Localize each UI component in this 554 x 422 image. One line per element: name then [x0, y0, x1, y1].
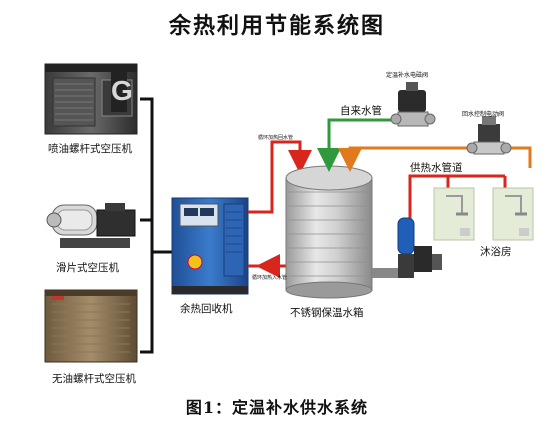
label-recirc-inlet: 循环加热入水管 [252, 275, 288, 281]
hot-water-return-pipe [338, 146, 532, 172]
label-hot-water-supply: 供热水管道 [410, 162, 463, 174]
label-recirc-return: 循环加热回水管 [258, 135, 294, 141]
brand-badge-g: G [111, 70, 133, 112]
insulated-water-tank [285, 165, 373, 299]
label-oil-free-screw-compressor: 无油螺杆式空压机 [52, 373, 136, 385]
return-motorized-valve [466, 116, 512, 155]
label-makeup-valve: 定温补水电磁阀 [386, 72, 429, 79]
compressor-collector-pipe [140, 97, 172, 354]
label-bathroom: 沐浴房 [480, 246, 512, 258]
heat-recovery-unit [171, 197, 249, 295]
label-sliding-vane-compressor: 滑片式空压机 [56, 262, 119, 274]
diagram-title: 余热利用节能系统图 [168, 13, 385, 39]
oil-free-screw-compressor [44, 289, 138, 363]
label-water-tank: 不锈钢保温水箱 [290, 307, 364, 319]
label-return-valve: 回水控制电动阀 [462, 111, 505, 118]
shower-room-1 [433, 187, 475, 241]
label-tap-water-pipe: 自来水管 [340, 105, 382, 117]
booster-pump [372, 217, 442, 278]
makeup-solenoid-valve [390, 82, 436, 127]
tap-water-pipe [317, 118, 400, 172]
shower-room-2 [492, 187, 534, 241]
figure-caption: 图1：定温补水供水系统 [185, 398, 369, 417]
recirculation-pipes [248, 140, 312, 278]
label-oil-screw-compressor: 喷油螺杆式空压机 [48, 143, 132, 155]
label-recovery-unit: 余热回收机 [180, 303, 233, 315]
sliding-vane-compressor [46, 203, 136, 248]
